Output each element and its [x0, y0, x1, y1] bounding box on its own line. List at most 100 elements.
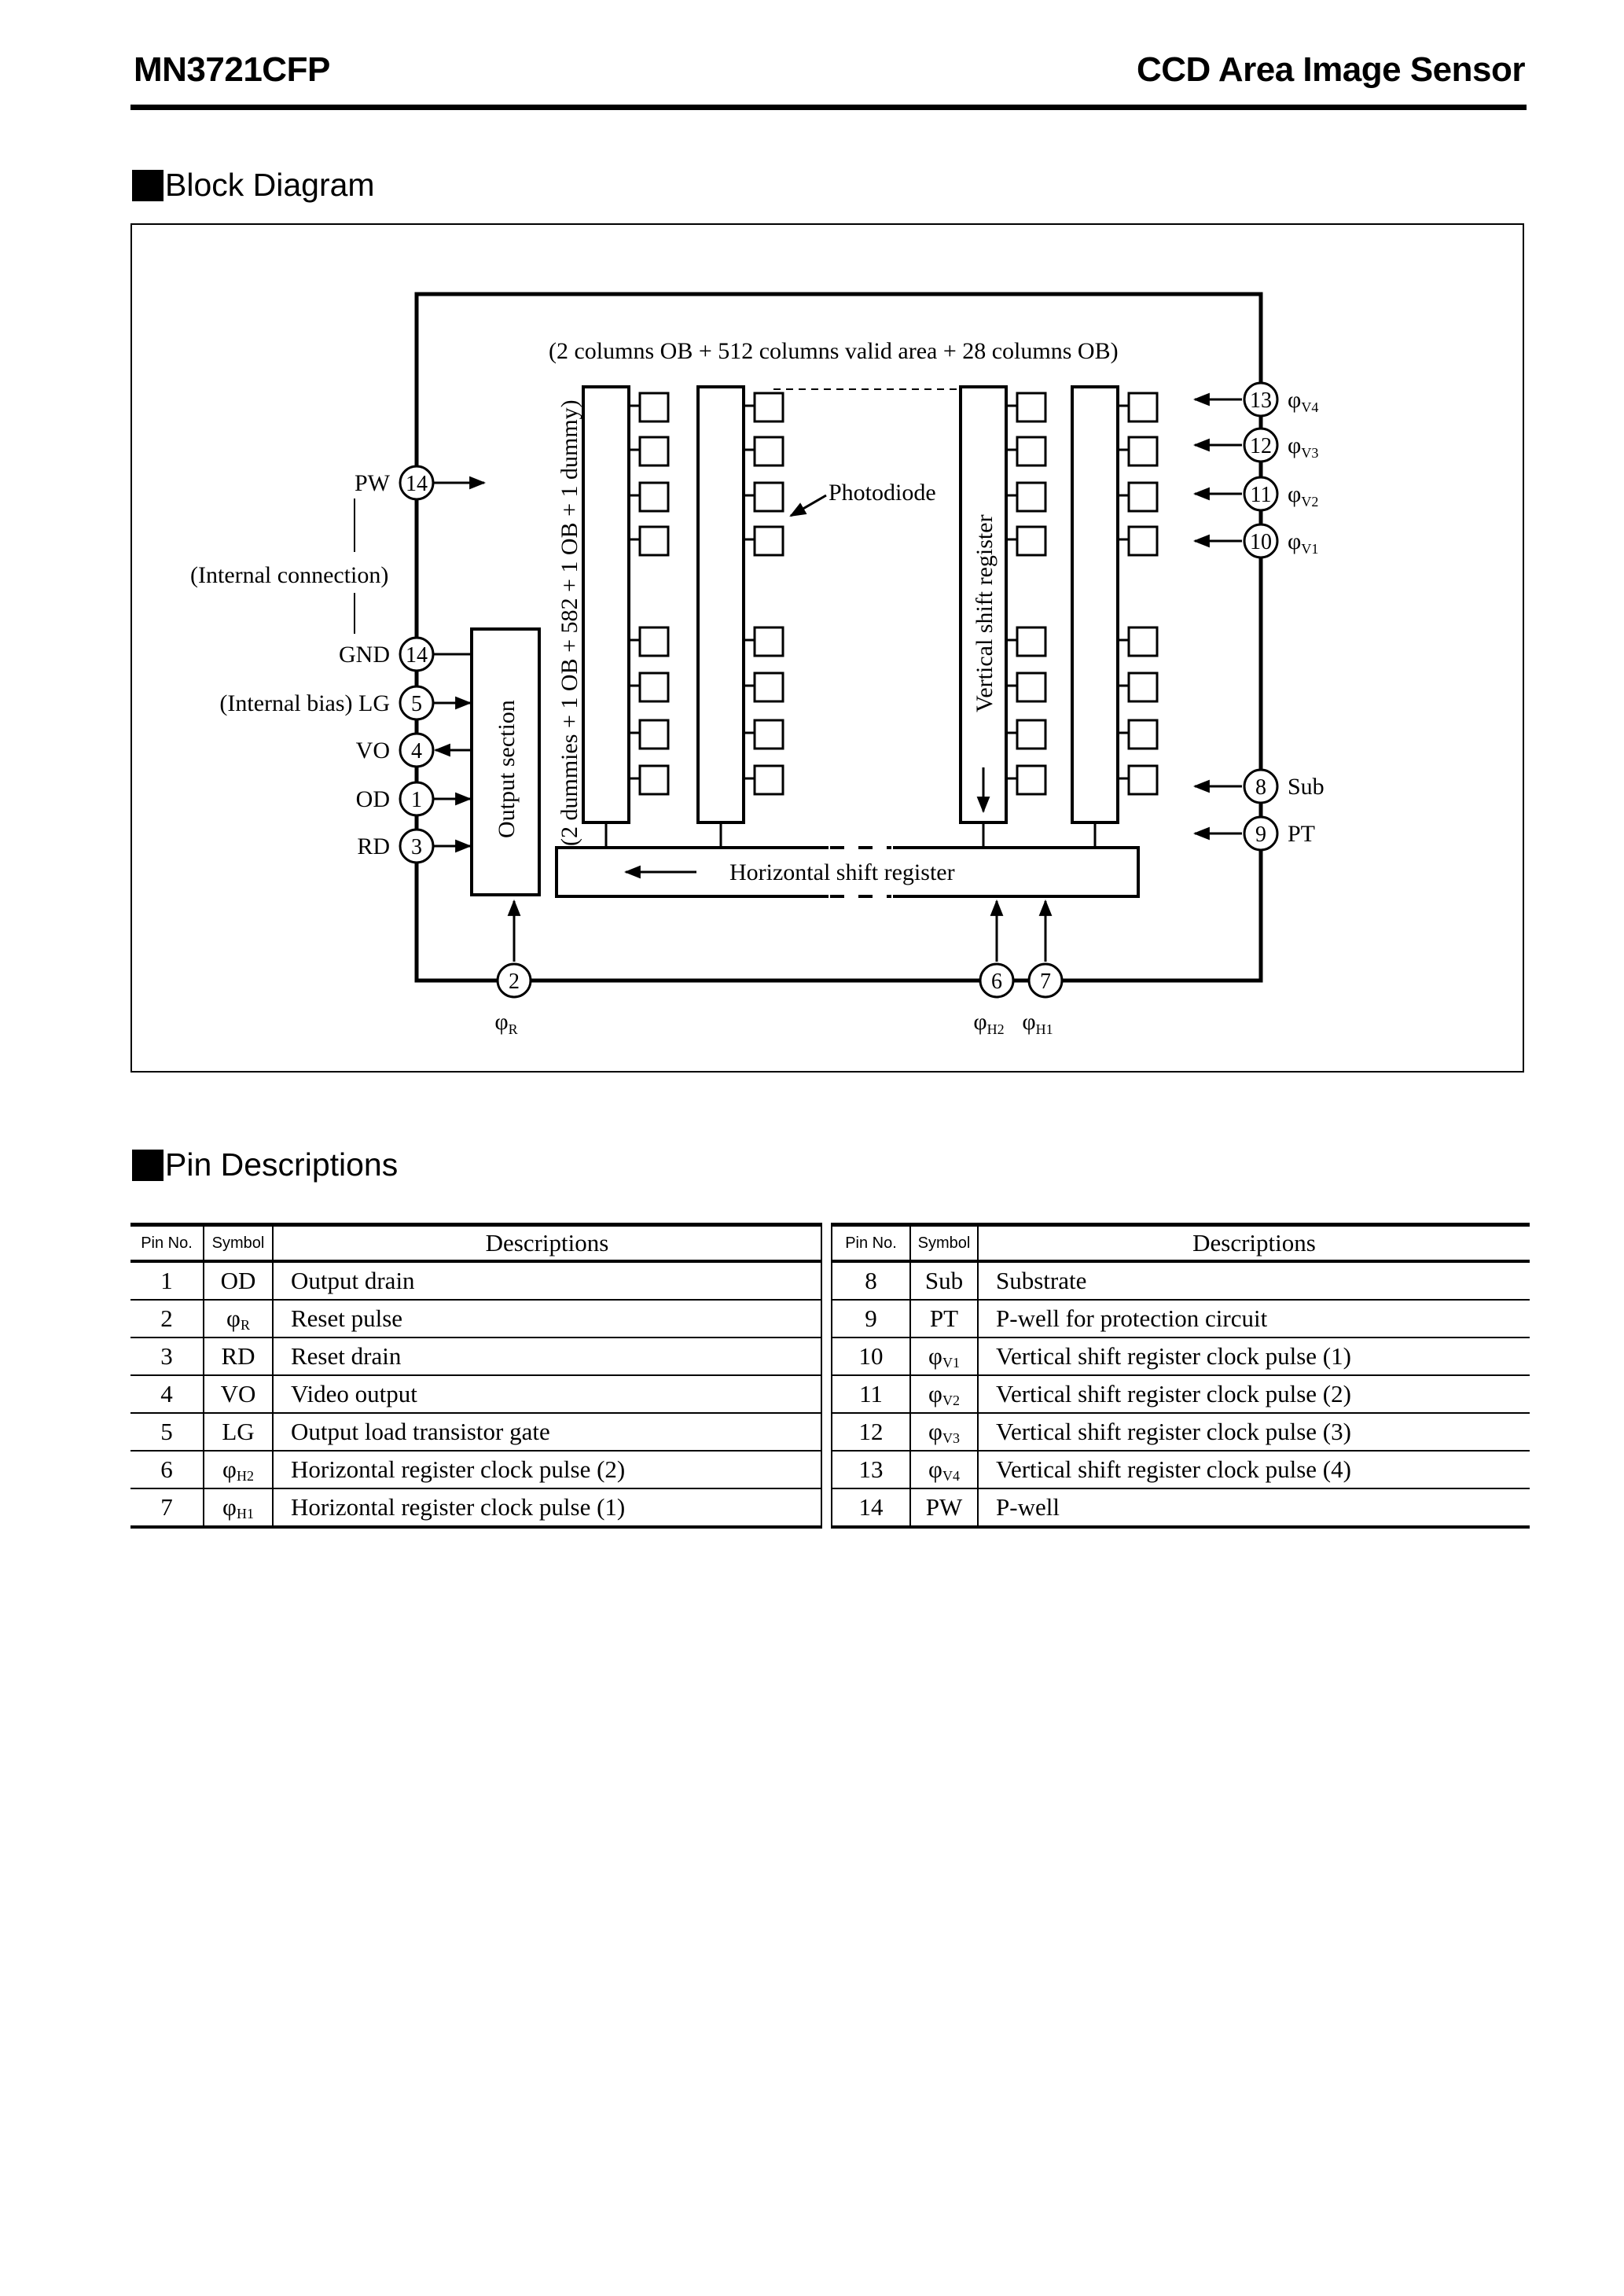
photodiode-cell — [753, 436, 784, 467]
pin-7-circle — [1027, 962, 1064, 999]
horizontal-shift-register-label: Horizontal shift register — [729, 859, 955, 885]
square-bullet-icon — [132, 1149, 164, 1181]
right-pin-label: φV1 — [1288, 528, 1318, 557]
photodiode-cell — [638, 481, 670, 513]
pin-description-cell: Output drain — [272, 1261, 822, 1301]
photodiode-cell — [1127, 719, 1159, 750]
pin-description-cell: Vertical shift register clock pulse (1) — [977, 1337, 1530, 1376]
pin-12-circle — [1243, 427, 1279, 463]
pin-2-circle-number: 2 — [509, 970, 520, 994]
pin-1-circle — [399, 781, 435, 817]
pin-number-cell: 2 — [130, 1300, 204, 1338]
pin-descriptions-title: Pin Descriptions — [165, 1146, 399, 1183]
pin-description-cell: Substrate — [977, 1261, 1530, 1301]
pin-number-cell: 5 — [130, 1413, 204, 1452]
pin-12-circle-number: 12 — [1250, 434, 1272, 458]
pin-11-circle-number: 11 — [1251, 483, 1272, 507]
pin-symbol-cell: RD — [203, 1337, 273, 1376]
pin-symbol-cell: Sub — [909, 1261, 978, 1301]
right-pin-label: φV3 — [1288, 432, 1318, 461]
pin-number-cell: 7 — [130, 1488, 204, 1529]
pin-descriptions-heading: Pin Descriptions — [132, 1146, 398, 1183]
pin-10-circle — [1243, 523, 1279, 559]
pin-9-circle — [1243, 815, 1279, 852]
photodiode-cell — [1016, 764, 1047, 796]
pin-number-cell: 14 — [831, 1488, 910, 1529]
pin-description-cell: Vertical shift register clock pulse (3) — [977, 1413, 1530, 1452]
pin-symbol-cell: OD — [203, 1261, 273, 1301]
col-symbol: Symbol — [203, 1223, 273, 1263]
pin-5-circle-number: 5 — [411, 692, 422, 716]
photodiode-cell — [1016, 672, 1047, 703]
photodiode-cell — [753, 764, 784, 796]
photodiode-cell — [753, 719, 784, 750]
internal-connection-label: (Internal connection) — [190, 562, 388, 588]
photodiode-cell — [1127, 672, 1159, 703]
photodiode-cell — [638, 672, 670, 703]
pin-8-circle — [1243, 768, 1279, 804]
pin-symbol-cell: φR — [203, 1300, 273, 1338]
pin-7-circle-number: 7 — [1040, 970, 1051, 994]
photodiode-cell — [638, 525, 670, 557]
photodiode-pointer — [789, 494, 827, 517]
part-number: MN3721CFP — [134, 50, 330, 89]
pin-symbol-cell: φH1 — [203, 1488, 273, 1529]
device-type: CCD Area Image Sensor — [1136, 50, 1526, 89]
vertical-register-col-2 — [696, 385, 745, 824]
left-pin-label: RD — [357, 833, 390, 859]
pin-symbol-cell: φV2 — [909, 1375, 978, 1414]
pin-13-circle-number: 13 — [1250, 388, 1272, 413]
photodiode-cell — [1016, 525, 1047, 557]
photodiode-cell — [638, 626, 670, 657]
pin-2-circle — [496, 962, 532, 999]
pin-description-cell: Video output — [272, 1375, 822, 1414]
pin-1-circle-number: 1 — [411, 788, 422, 812]
photodiode-cell — [753, 626, 784, 657]
photodiode-cell — [753, 392, 784, 423]
pin-5-circle — [399, 685, 435, 721]
photodiode-cell — [753, 525, 784, 557]
pin-10-circle-number: 10 — [1250, 530, 1272, 554]
photodiode-cell — [1127, 481, 1159, 513]
header-rule — [130, 105, 1527, 110]
pin-symbol-cell: PW — [909, 1488, 978, 1529]
table-header-row: Pin No. Symbol Descriptions — [831, 1223, 1530, 1263]
pin-description-cell: P-well for protection circuit — [977, 1300, 1530, 1338]
pin-number-cell: 10 — [831, 1337, 910, 1376]
bottom-pin-label: φH1 — [1022, 1009, 1053, 1037]
pin-6-circle — [979, 962, 1015, 999]
left-pin-label: GND — [339, 642, 390, 668]
right-pin-label: Sub — [1288, 774, 1325, 800]
pin-symbol-cell: φV3 — [909, 1413, 978, 1452]
pin-number-cell: 4 — [130, 1375, 204, 1414]
photodiode-cell — [1016, 719, 1047, 750]
pin-14-circle-number: 14 — [406, 472, 428, 496]
photodiode-cell — [1016, 626, 1047, 657]
pin-description-cell: Output load transistor gate — [272, 1413, 822, 1452]
pin-9-circle-number: 9 — [1255, 822, 1266, 847]
pin-symbol-cell: PT — [909, 1300, 978, 1338]
row-gap-marks — [582, 563, 1119, 618]
pin-14-circle — [399, 636, 435, 672]
columns-note: (2 columns OB + 512 columns valid area +… — [549, 338, 1119, 364]
bottom-pin-label: φH2 — [973, 1009, 1004, 1037]
hreg-gap — [829, 843, 893, 901]
left-pin-label: PW — [355, 470, 391, 496]
pin-description-cell: Vertical shift register clock pulse (2) — [977, 1375, 1530, 1414]
right-pin-label: φV2 — [1288, 481, 1318, 510]
pin-14-circle — [399, 465, 435, 501]
